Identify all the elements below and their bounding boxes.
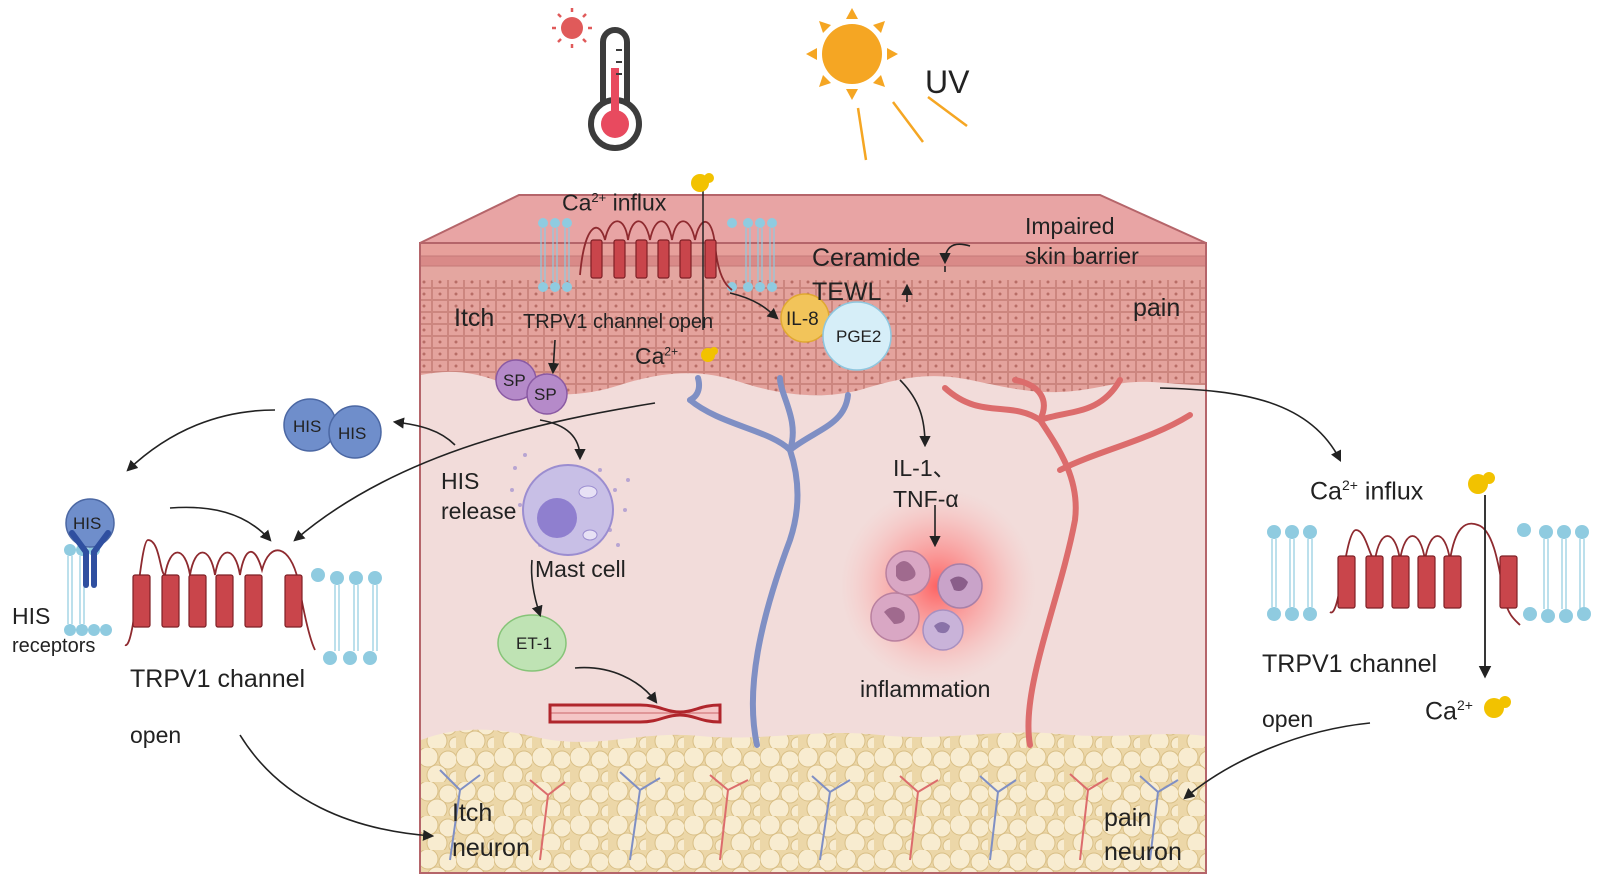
mast-cell-icon <box>510 453 630 556</box>
his-label-2: HIS <box>338 424 367 443</box>
his-receptors-label-line2: receptors <box>12 635 96 657</box>
sun-icon <box>806 8 968 161</box>
calcium-ion-icon <box>691 173 714 192</box>
his-release-label-line1: HIS <box>441 468 480 494</box>
his-receptor-icon <box>65 498 115 588</box>
itch-neuron-label-line1: Itch <box>452 799 493 827</box>
impaired-label-line1: Impaired <box>1025 213 1115 239</box>
ca-right-label: Ca2+ <box>1425 697 1473 726</box>
mast-cell-label: Mast cell <box>535 556 626 582</box>
his-receptor-his-label: HIS <box>73 514 102 533</box>
itch-neuron-label-line2: neuron <box>452 834 530 862</box>
ca-influx-top-label: Ca2+ influx <box>562 189 667 216</box>
trpv1-open-top-label: TRPV1 channel open <box>523 311 714 333</box>
trpv1-channel-left <box>64 539 382 665</box>
thermometer-icon <box>552 8 642 151</box>
calcium-ion-icon <box>1468 472 1511 718</box>
pain-neuron-label-line1: pain <box>1104 804 1152 832</box>
fat-neurons <box>439 769 1179 861</box>
trpv1-channel-left-label: TRPV1 channel <box>130 665 306 693</box>
tewl-label: TEWL <box>812 278 882 306</box>
et1-label: ET-1 <box>516 634 552 653</box>
itch-nerve-fiber <box>687 375 851 748</box>
trpv1-channel-top <box>538 173 777 330</box>
calcium-ion-icon <box>701 347 718 362</box>
sp-label-2: SP <box>534 385 557 404</box>
il1-label-line1: IL-1、 <box>893 455 956 481</box>
trpv1-channel-right <box>1267 472 1591 718</box>
sp-molecule <box>526 373 568 415</box>
impaired-label-line2: skin barrier <box>1025 243 1139 269</box>
his-molecule <box>328 405 382 459</box>
his-release-label-line2: release <box>441 498 517 524</box>
open-left-label: open <box>130 722 182 748</box>
inflammation-label: inflammation <box>860 676 991 702</box>
il8-label: IL-8 <box>786 309 819 330</box>
his-receptors-label-line1: HIS <box>12 603 51 629</box>
il1-label-line2: TNF-α <box>893 486 959 512</box>
neutrophil-icon <box>870 550 983 651</box>
sp-label-1: SP <box>503 371 526 390</box>
trpv1-channel-right-label: TRPV1 channel <box>1262 650 1438 678</box>
blood-vessel-icon <box>548 703 722 724</box>
ca-influx-right-label: Ca2+ influx <box>1310 477 1424 506</box>
uv-label: UV <box>925 64 970 100</box>
pain-label: pain <box>1133 294 1181 322</box>
pain-neuron-label-line2: neuron <box>1104 838 1182 866</box>
his-label-1: HIS <box>293 417 322 436</box>
ca-mid-label: Ca2+ <box>635 343 679 369</box>
pge2-molecule <box>822 301 892 371</box>
pain-nerve-fiber <box>942 377 1193 748</box>
pge2-label: PGE2 <box>836 327 882 346</box>
arrows <box>126 243 1371 841</box>
open-right-label: open <box>1262 706 1314 732</box>
ceramide-label: Ceramide <box>812 244 921 272</box>
itch-label: Itch <box>454 304 495 332</box>
